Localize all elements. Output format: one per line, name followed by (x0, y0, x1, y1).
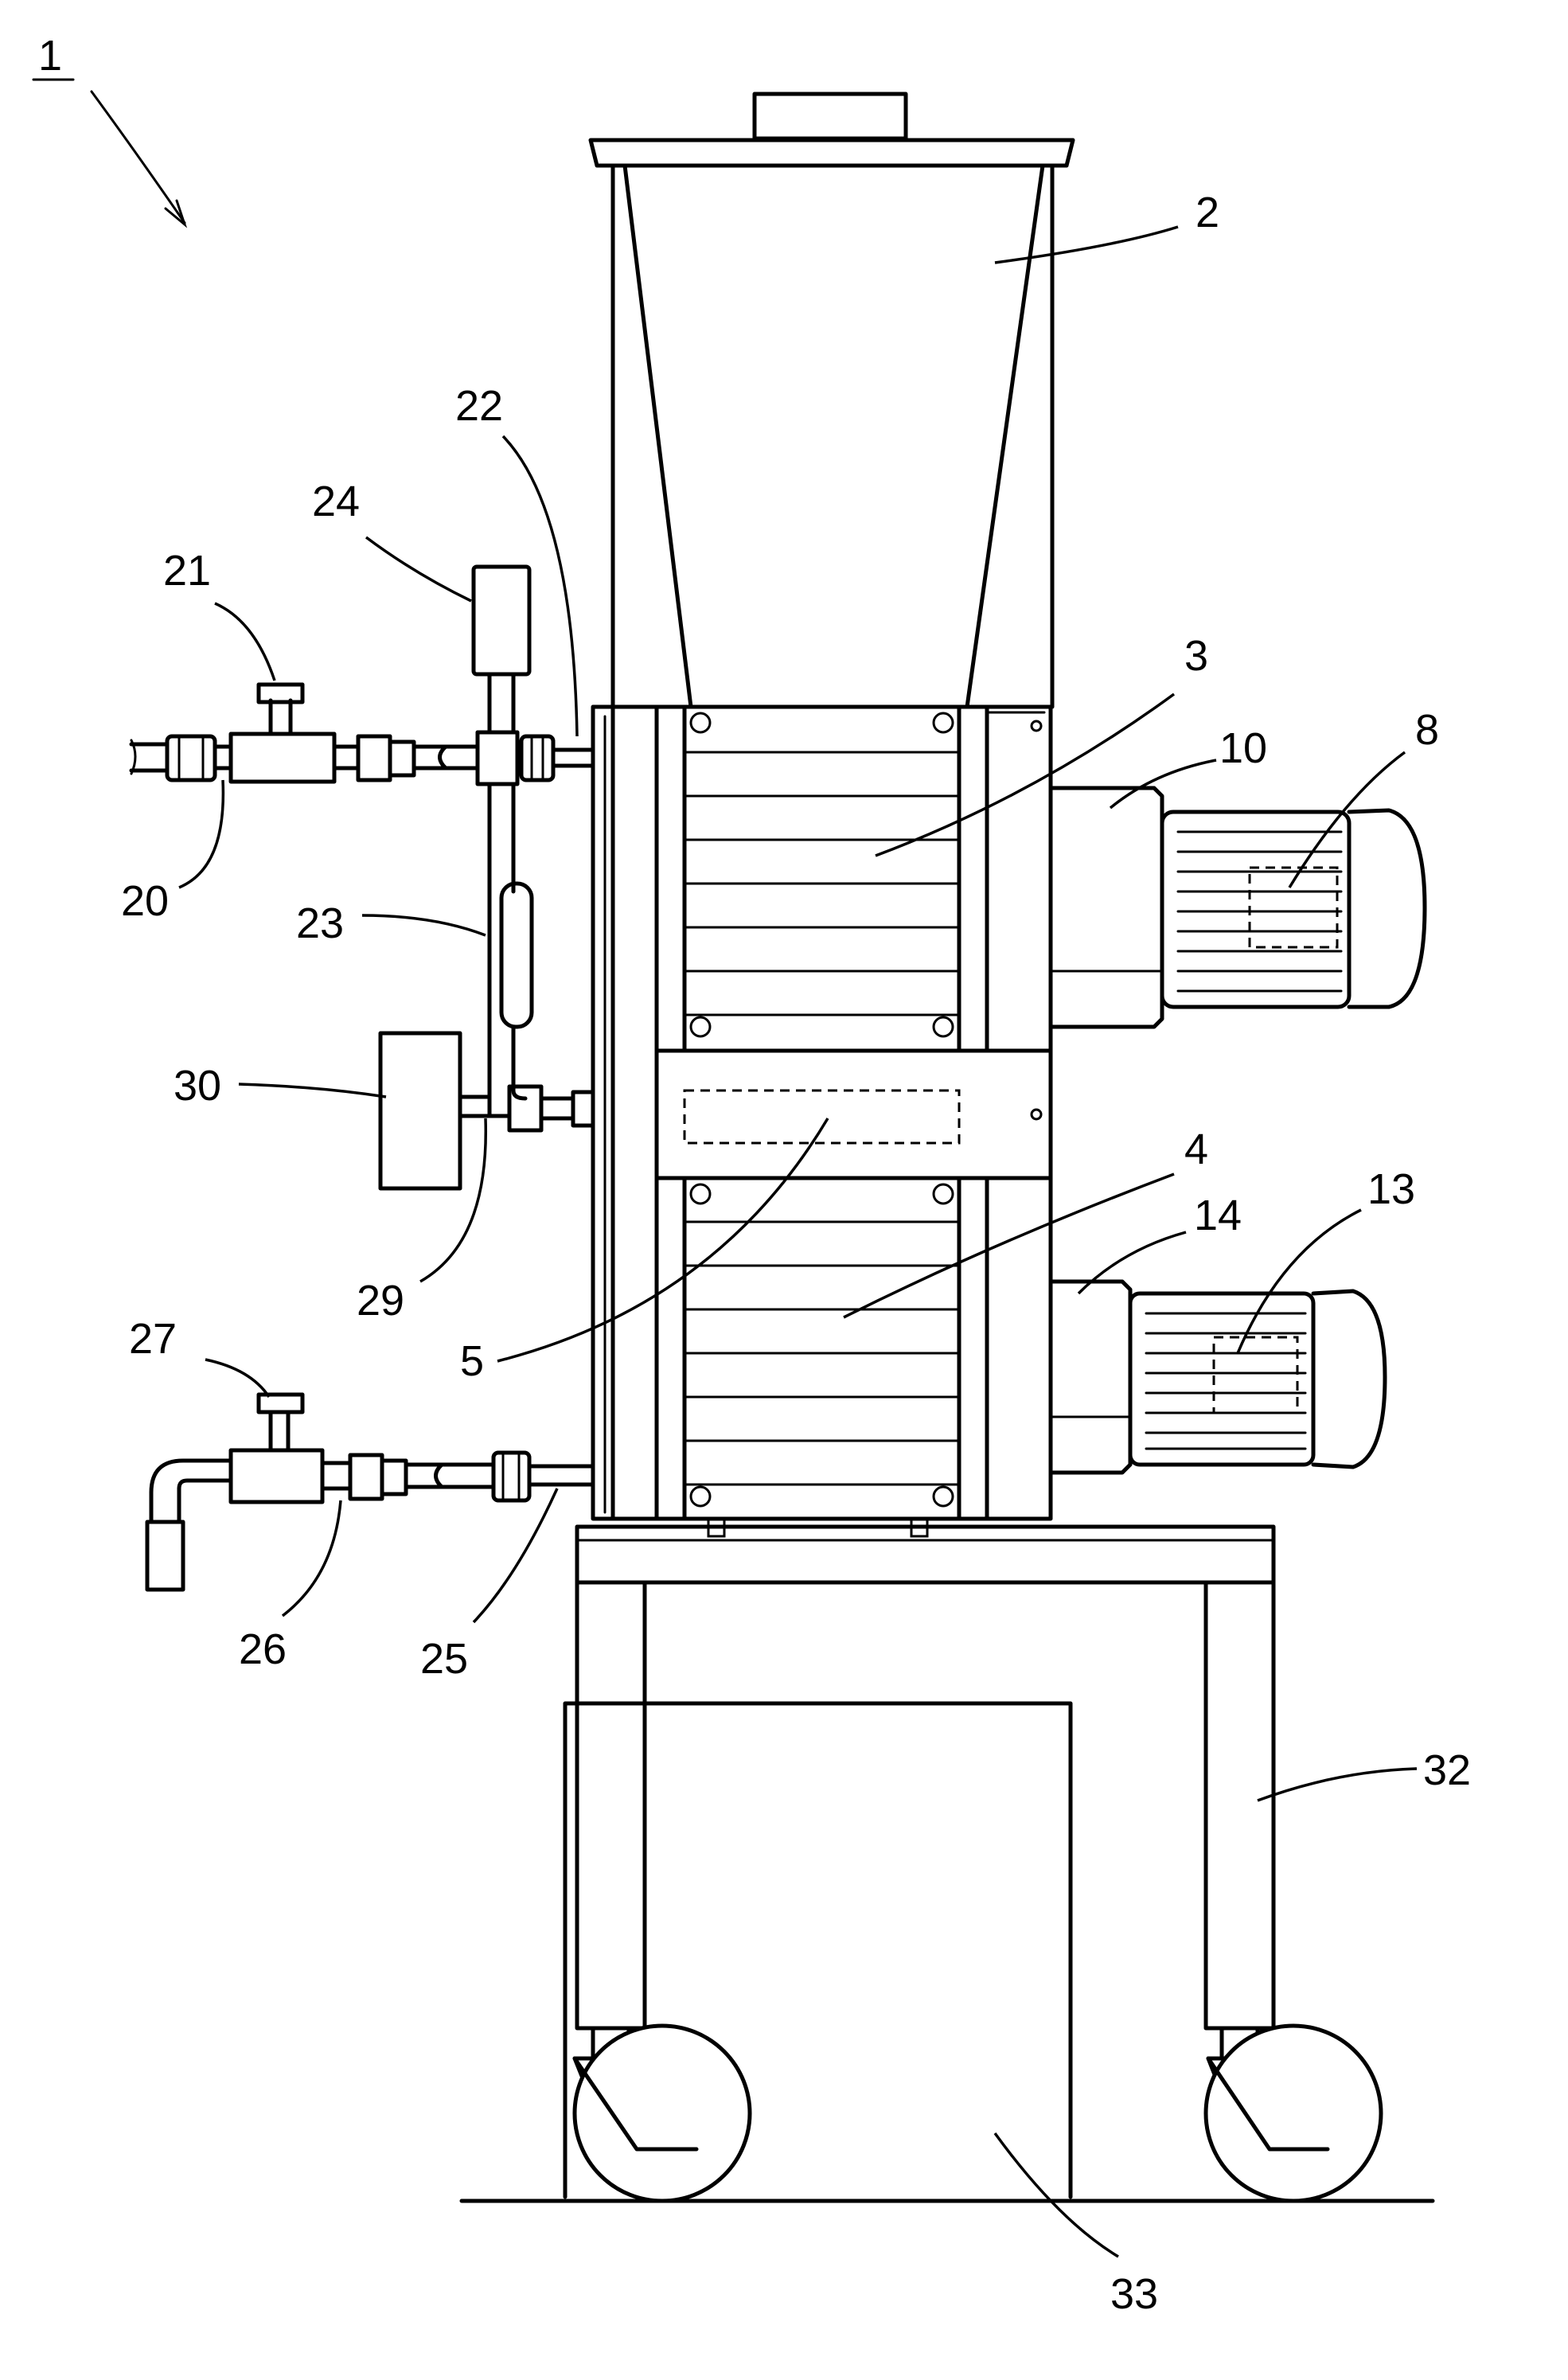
svg-text:21: 21 (163, 547, 211, 595)
svg-text:13: 13 (1367, 1165, 1415, 1213)
casters (575, 2026, 1381, 2201)
label-inlet-valve: 21 (163, 547, 275, 681)
svg-text:2: 2 (1196, 189, 1219, 236)
svg-text:20: 20 (121, 877, 169, 925)
svg-text:22: 22 (455, 382, 503, 430)
svg-text:8: 8 (1415, 706, 1439, 754)
outlet-piping (147, 1395, 593, 1590)
sight-tube-assembly (474, 567, 593, 1130)
label-upper-gearbox: 10 (1110, 724, 1267, 808)
svg-text:1: 1 (38, 32, 62, 80)
label-lower-gearbox: 14 (1078, 1192, 1242, 1293)
svg-text:25: 25 (420, 1635, 468, 1683)
svg-text:5: 5 (460, 1337, 484, 1385)
lower-motor-assembly (1051, 1282, 1385, 1473)
label-device: 1 (33, 32, 185, 224)
upper-motor-assembly (1051, 788, 1425, 1027)
svg-text:26: 26 (239, 1625, 287, 1673)
label-outlet-connector: 25 (420, 1488, 557, 1683)
svg-text:24: 24 (312, 478, 360, 525)
svg-text:23: 23 (296, 899, 344, 947)
label-base-space: 33 (995, 2133, 1158, 2318)
lower-unit (657, 1178, 987, 1536)
label-outlet-valve: 27 (129, 1315, 269, 1397)
label-sight-tube: 23 (296, 899, 486, 947)
label-hopper: 2 (995, 189, 1219, 263)
label-inlet-connector: 22 (455, 382, 577, 736)
upper-unit (657, 707, 1044, 1051)
middle-chamber (657, 1051, 1051, 1178)
label-sensor-box: 30 (174, 1062, 386, 1110)
svg-text:29: 29 (357, 1277, 404, 1325)
svg-text:10: 10 (1219, 724, 1267, 772)
label-sensor-line: 29 (357, 1118, 486, 1325)
label-inlet-pipe: 20 (121, 780, 223, 925)
hopper (591, 94, 1073, 707)
svg-text:27: 27 (129, 1315, 177, 1363)
svg-text:30: 30 (174, 1062, 221, 1110)
label-gauge-top: 24 (312, 478, 471, 601)
label-outlet-pipe: 26 (239, 1500, 341, 1673)
svg-text:32: 32 (1423, 1746, 1471, 1794)
inlet-piping (131, 685, 593, 784)
label-middle-chamber: 5 (460, 1118, 828, 1385)
label-upper-motor: 8 (1289, 706, 1439, 888)
svg-text:33: 33 (1110, 2270, 1158, 2318)
label-lower-motor: 13 (1238, 1165, 1415, 1353)
svg-text:3: 3 (1184, 632, 1208, 680)
label-upper-unit: 3 (876, 632, 1208, 856)
svg-text:4: 4 (1184, 1126, 1208, 1173)
label-stand-frame: 32 (1258, 1746, 1471, 1801)
stand-frame (577, 1527, 1274, 2058)
svg-text:14: 14 (1194, 1192, 1242, 1239)
